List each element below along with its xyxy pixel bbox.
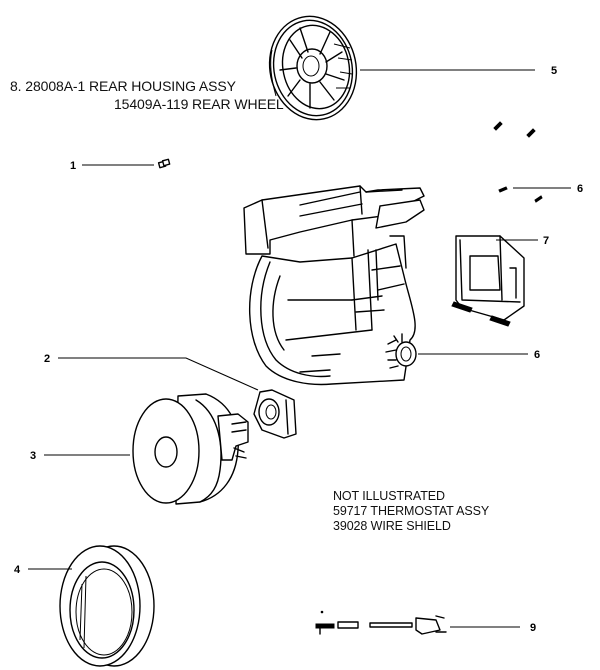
rear-wheel-part-5 [268,15,358,121]
not-illustrated-note: NOT ILLUSTRATED 59717 THERMOSTAT ASSY 39… [333,489,489,534]
callout-6-screws: 6 [577,183,583,195]
title-line-rear-housing: 8. 28008A-1 REAR HOUSING ASSY [10,78,236,94]
power-cord-part-9 [315,610,447,635]
screws-part-6 [493,121,543,203]
fan-hub [385,333,417,369]
callout-9: 9 [530,622,536,634]
leader-line-2 [58,357,259,391]
callout-1: 1 [70,160,76,172]
not-illustrated-item: 39028 WIRE SHIELD [333,519,451,533]
clip-part-1 [157,158,171,169]
filter-housing-part-7 [451,235,525,327]
not-illustrated-heading: NOT ILLUSTRATED [333,489,445,503]
callout-3: 3 [30,450,36,462]
callout-4: 4 [14,564,21,576]
title-line-rear-wheel: 15409A-119 REAR WHEEL [114,96,284,112]
callout-7: 7 [543,235,549,247]
callout-5: 5 [551,65,557,77]
title-block: 8. 28008A-1 REAR HOUSING ASSY 15409A-119… [10,77,284,113]
gasket-ring-part-4 [59,545,155,667]
not-illustrated-item: 59717 THERMOSTAT ASSY [333,504,490,518]
rear-housing-part-8 [243,185,425,386]
motor-part-3 [132,393,249,505]
motor-bracket-part-2 [253,389,297,439]
callout-2: 2 [44,353,50,365]
callout-6-housing: 6 [534,349,540,361]
